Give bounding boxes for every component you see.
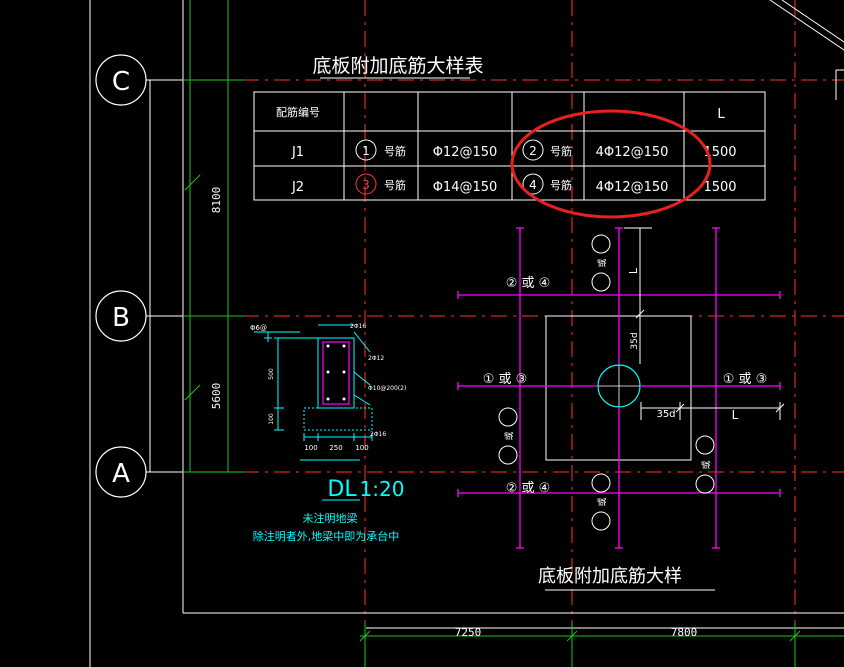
- dimension-5600: 5600: [210, 383, 223, 410]
- rebar-number-circle: [355, 173, 377, 195]
- rebar-spec: 4Φ12@150: [596, 180, 669, 195]
- or-text: 或: [596, 497, 608, 506]
- axis-label-b: B: [112, 303, 130, 333]
- dim-L-vertical: L: [627, 267, 640, 274]
- rebar-label-right: ① 或 ③: [723, 372, 768, 387]
- beam-section-drawing: Φ6@ 2Φ16 2Φ12 Φ10@200(2) 2Φ16 500 100 10…: [250, 323, 406, 543]
- beam-note-2: 除注明者外,地梁中即为承台中: [253, 529, 400, 543]
- rebar-spec: Φ14@150: [433, 180, 498, 195]
- vertical-rebar-label-right: 或: [695, 435, 715, 494]
- dim-35d-vertical: 35d: [630, 332, 640, 349]
- beam-label-bottom: 2Φ16: [370, 431, 386, 438]
- rebar-suffix: 号筋: [550, 144, 572, 158]
- beam-label-r2: 2Φ12: [368, 355, 384, 362]
- vertical-rebar-label-lower: 或: [591, 473, 611, 531]
- axis-label-a: A: [112, 459, 130, 489]
- axis-bubble-c: C: [95, 54, 147, 106]
- beam-dim-500: 500: [268, 368, 275, 380]
- rebar-suffix: 号筋: [550, 178, 572, 192]
- frame-lines: [89, 0, 844, 667]
- rebar-spec: 4Φ12@150: [596, 145, 669, 160]
- rebar-number-circle: [522, 173, 544, 195]
- row-id: J1: [291, 145, 304, 160]
- beam-dim-b1: 100: [304, 444, 317, 452]
- beam-label-top: Φ6@: [250, 324, 267, 332]
- beam-dim-b2: 250: [329, 444, 342, 452]
- rebar-label-left: ① 或 ③: [483, 372, 528, 387]
- or-text: 或: [596, 258, 608, 267]
- rebar-suffix: 号筋: [384, 144, 406, 158]
- vertical-rebar-label-left: 或: [498, 407, 518, 465]
- table-row: J1 1 号筋 Φ12@150 2 号筋 4Φ12@150 1500: [291, 139, 737, 161]
- or-text: 或: [700, 460, 712, 469]
- detail-title: 底板附加底筋大样: [538, 566, 682, 587]
- beam-stirrup: [322, 341, 350, 405]
- table-header-length: L: [717, 107, 725, 122]
- table-header-id: 配筋编号: [276, 105, 320, 119]
- beam-label-r3: Φ10@200(2): [368, 385, 406, 392]
- highlight-annotation-ellipse: [510, 109, 712, 219]
- beam-note-1: 未注明地梁: [303, 511, 358, 525]
- axis-bubble-b: B: [95, 290, 147, 342]
- row-id: J2: [291, 180, 304, 195]
- rebar-number-circle: [355, 139, 377, 161]
- schedule-table: [253, 91, 766, 201]
- rebar-length: 1500: [703, 145, 736, 160]
- beam-label-r1: 2Φ16: [350, 323, 366, 330]
- beam-dim-b3: 100: [355, 444, 368, 452]
- or-text: 或: [503, 431, 515, 440]
- dimension-7250: 7250: [455, 626, 482, 639]
- grid-axes: [150, 0, 844, 667]
- beam-dim-100: 100: [268, 413, 275, 425]
- dimension-7800: 7800: [671, 626, 698, 639]
- dim-L-horizontal: L: [732, 408, 739, 422]
- beam-section-scale: 1:20: [360, 477, 405, 501]
- beam-section-title: DL: [327, 477, 357, 502]
- dim-35d-horizontal: 35d: [656, 409, 675, 420]
- vertical-rebar-label-upper: 或: [591, 234, 611, 292]
- rebar-number: 1: [362, 144, 370, 158]
- baseplate-detail: L 35d 35d L ② 或 ④ ② 或 ④ ① 或 ③ ① 或 ③ 或 或 …: [457, 227, 785, 591]
- rebar-number-circle: [522, 139, 544, 161]
- table-row: J2 3 号筋 Φ14@150 4 号筋 4Φ12@150 1500: [291, 173, 737, 195]
- axis-bubble-a: A: [95, 446, 147, 498]
- rebar-number: 3: [362, 178, 370, 192]
- rebar-suffix: 号筋: [384, 178, 406, 192]
- rebar-length: 1500: [703, 180, 736, 195]
- dimension-8100: 8100: [210, 187, 223, 214]
- axis-label-c: C: [112, 67, 130, 97]
- rebar-label-bottom: ② 或 ④: [506, 481, 551, 496]
- green-lines: [183, 0, 844, 667]
- rebar-label-top: ② 或 ④: [506, 276, 551, 291]
- rebar-spec: Φ12@150: [433, 145, 498, 160]
- rebar-number: 4: [529, 178, 537, 192]
- schedule-title: 底板附加底筋大样表: [312, 55, 483, 77]
- rebar-number: 2: [529, 144, 537, 158]
